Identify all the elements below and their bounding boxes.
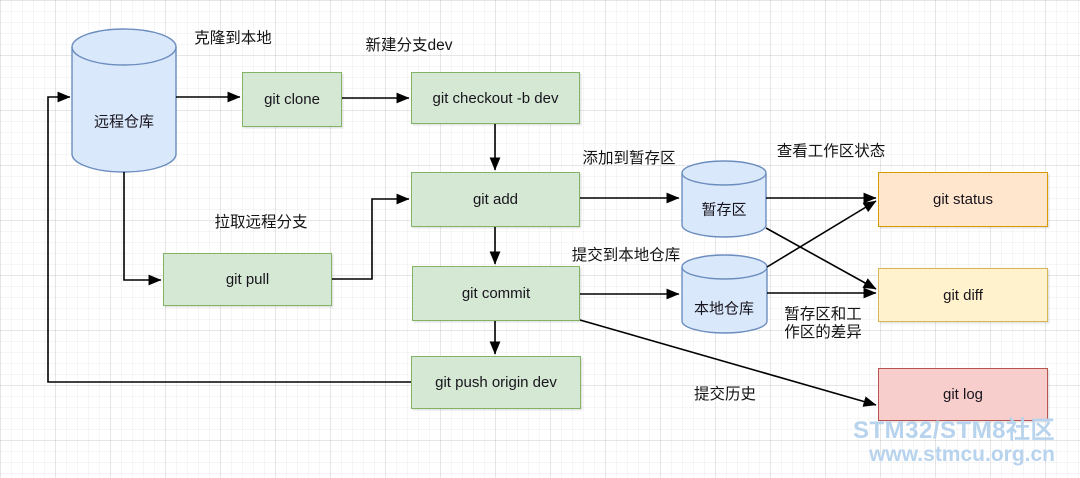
edge-commit-to-log: [579, 319, 877, 407]
cylinder-remote-repo: [71, 28, 177, 173]
node-remote-repo-label: 远程仓库: [93, 113, 155, 131]
edge-label-commit-history: 提交历史: [693, 386, 757, 403]
edge-label-pull-remote-branch: 拉取远程分支: [214, 214, 308, 231]
edge-label-add-to-staging: 添加到暂存区: [582, 150, 676, 167]
node-git-add: git add: [411, 172, 580, 227]
node-git-status: git status: [878, 172, 1048, 227]
watermark-community-name: STM32/STM8社区: [852, 417, 1055, 444]
node-git-diff: git diff: [878, 268, 1048, 322]
node-staging-area-label: 暂存区: [701, 201, 747, 219]
node-git-log: git log: [878, 368, 1048, 421]
node-local-repo-label: 本地仓库: [693, 300, 755, 318]
cylinder-local-repo: [681, 254, 768, 334]
edge-label-new-branch-dev: 新建分支dev: [365, 37, 453, 54]
edge-label-staging-vs-workspace-line1: 暂存区和工: [784, 306, 862, 323]
watermark: STM32/STM8社区 www.stmcu.org.cn: [852, 417, 1055, 466]
edge-remote-to-pull: [123, 172, 162, 286]
edge-label-staging-vs-workspace: 暂存区和工 作区的差异: [784, 306, 862, 342]
edge-label-commit-to-local: 提交到本地仓库: [571, 247, 681, 264]
edge-push-to-remote: [47, 91, 411, 383]
cylinder-staging-area: [681, 160, 767, 238]
edge-label-view-workspace-status: 查看工作区状态: [776, 143, 886, 160]
edge-label-staging-vs-workspace-line2: 作区的差异: [784, 324, 862, 341]
node-git-pull: git pull: [163, 253, 332, 306]
node-git-clone: git clone: [242, 72, 342, 127]
watermark-url: www.stmcu.org.cn: [869, 443, 1055, 466]
edge-pull-to-add: [332, 193, 410, 280]
edge-local-to-status: [766, 200, 877, 268]
edge-staging-to-diff: [765, 227, 877, 290]
node-git-push: git push origin dev: [411, 356, 581, 409]
node-git-commit: git commit: [412, 266, 580, 321]
edge-label-clone-to-local: 克隆到本地: [194, 30, 272, 47]
node-git-checkout: git checkout -b dev: [411, 72, 580, 124]
